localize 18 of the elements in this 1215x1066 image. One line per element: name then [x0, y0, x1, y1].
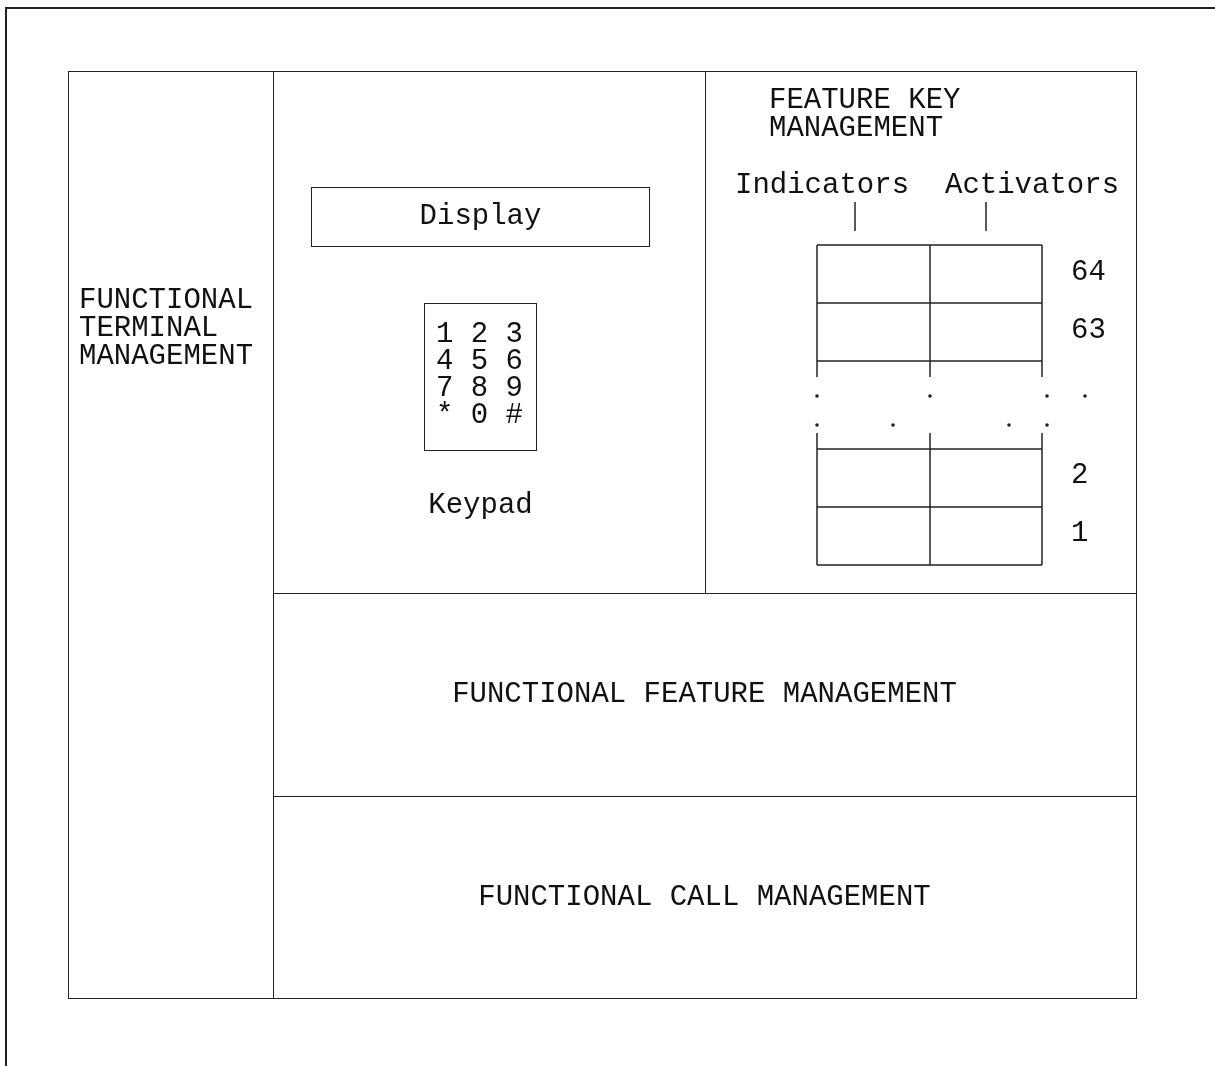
terminal-panel: [273, 71, 706, 594]
call-management-panel: [273, 796, 1137, 999]
keypad-keys: 1 2 3 4 5 6 7 8 9 * 0 #: [436, 321, 529, 429]
panel-title: FUNCTIONAL TERMINAL MANAGEMENT: [79, 287, 255, 371]
panel-title: FUNCTIONAL FEATURE MANAGEMENT: [452, 681, 957, 709]
column-heading: Activators: [945, 171, 1120, 201]
panel-title: FEATURE KEY MANAGEMENT: [769, 87, 962, 143]
row-number: 63: [1071, 316, 1106, 346]
row-number: 2: [1071, 461, 1089, 491]
keypad-caption: Keypad: [428, 492, 533, 520]
feature-key-panel: [705, 71, 1137, 594]
panel-title: FUNCTIONAL CALL MANAGEMENT: [478, 883, 931, 912]
row-number: 1: [1071, 519, 1089, 549]
panel-title: Display: [419, 203, 542, 231]
row-number: 64: [1071, 258, 1106, 288]
column-heading: Indicators: [735, 171, 910, 201]
management-panel: [68, 71, 274, 999]
display-box: [311, 187, 650, 247]
